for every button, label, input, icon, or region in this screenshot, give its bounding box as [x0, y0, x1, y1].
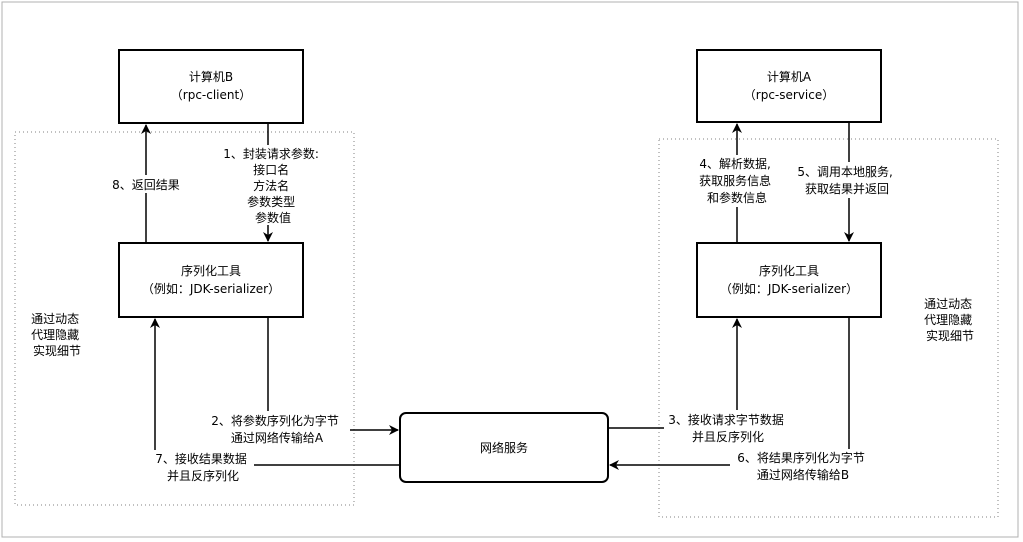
serializer-left-title: 序列化工具	[181, 263, 241, 278]
svg-text:通过动态 代理隐藏 实现细节: 通过动态 代理隐藏 实现细节	[31, 312, 83, 358]
right-note-line: 代理隐藏	[924, 313, 972, 327]
step3-line: 3、接收请求字节数据	[668, 412, 784, 427]
computer-b-title: 计算机B	[189, 69, 233, 84]
svg-text:通过动态 代理隐藏 实现细节: 通过动态 代理隐藏 实现细节	[924, 297, 976, 343]
computer-b-subtitle: （rpc-client）	[171, 88, 251, 102]
step2-line: 通过网络传输给A	[231, 430, 324, 445]
step3-line: 并且反序列化	[692, 429, 764, 444]
step5-line: 5、调用本地服务,	[797, 164, 892, 179]
serializer-right-subtitle: （例如：JDK-serializer）	[720, 281, 858, 296]
step5-line: 获取结果并返回	[805, 182, 889, 196]
step5-label: 5、调用本地服务, 获取结果并返回	[789, 162, 903, 198]
left-note-line: 代理隐藏	[31, 328, 79, 342]
step6-line: 通过网络传输给B	[757, 467, 849, 482]
step4-line: 和参数信息	[707, 190, 767, 205]
step1-line: 接口名	[253, 162, 289, 177]
left-side-note: 通过动态 代理隐藏 实现细节	[31, 312, 83, 358]
computer-a-subtitle: （rpc-service）	[744, 88, 834, 102]
step8-line: 8、返回结果	[112, 178, 180, 192]
network-service-box: 网络服务	[399, 412, 609, 483]
step1-line: 方法名	[253, 178, 289, 193]
step2-label: 2、将参数序列化为字节 通过网络传输给A	[204, 411, 350, 447]
computer-b-box: 计算机B （rpc-client）	[118, 49, 304, 124]
computer-a-box: 计算机A （rpc-service）	[696, 49, 882, 123]
step1-line: 1、封装请求参数:	[223, 146, 319, 161]
svg-text:7、接收结果数据 并且反序列化: 7、接收结果数据 并且反序列化	[155, 451, 250, 483]
step1-label: 1、封装请求参数: 接口名 方法名 参数类型 参数值	[214, 145, 330, 225]
network-service-label: 网络服务	[480, 440, 528, 455]
step6-label: 6、将结果序列化为字节 通过网络传输给B	[730, 449, 876, 483]
step4-line: 获取服务信息	[699, 173, 771, 188]
svg-text:6、将结果序列化为字节 通过网络传输给B: 6、将结果序列化为字节 通过网络传输给B	[737, 450, 868, 482]
step1-line: 参数类型	[247, 194, 295, 209]
step4-line: 4、解析数据,	[699, 156, 770, 171]
serializer-left-box: 序列化工具 （例如：JDK-serializer）	[118, 242, 304, 318]
step7-line: 并且反序列化	[167, 468, 239, 483]
right-note-line: 实现细节	[926, 328, 974, 343]
step2-line: 2、将参数序列化为字节	[211, 413, 339, 428]
step7-label: 7、接收结果数据 并且反序列化	[150, 450, 254, 484]
svg-text:4、解析数据, 获取服务信息 和参数: 4、解析数据, 获取服务信息 和参数信息	[699, 156, 775, 205]
step7-line: 7、接收结果数据	[155, 451, 247, 466]
step4-label: 4、解析数据, 获取服务信息 和参数信息	[692, 155, 782, 207]
right-note-line: 通过动态	[924, 297, 972, 311]
right-proxy-region	[658, 138, 999, 518]
left-note-line: 通过动态	[31, 312, 79, 326]
serializer-right-box: 序列化工具 （例如：JDK-serializer）	[696, 242, 882, 318]
svg-text:3、接收请求字节数据 并且反序列化: 3、接收请求字节数据 并且反序列化	[668, 412, 787, 444]
svg-text:2、将参数序列化为字节 通过网络传输给A: 2、将参数序列化为字节 通过网络传输给A	[211, 413, 342, 445]
computer-a-title: 计算机A	[767, 69, 812, 84]
step1-line: 参数值	[255, 210, 291, 225]
right-side-note: 通过动态 代理隐藏 实现细节	[924, 297, 976, 343]
svg-text:1、封装请求参数: 接口名 方法名: 1、封装请求参数: 接口名 方法名 参数类型 参数值	[223, 146, 323, 225]
serializer-right-title: 序列化工具	[759, 263, 819, 278]
left-note-line: 实现细节	[33, 343, 81, 358]
step6-line: 6、将结果序列化为字节	[737, 450, 865, 465]
step3-label: 3、接收请求字节数据 并且反序列化	[664, 410, 792, 444]
step8-label: 8、返回结果	[104, 175, 188, 193]
svg-text:5、调用本地服务, 获取结果并返回: 5、调用本地服务, 获取结果并返回	[797, 164, 896, 196]
serializer-left-subtitle: （例如：JDK-serializer）	[142, 281, 280, 296]
